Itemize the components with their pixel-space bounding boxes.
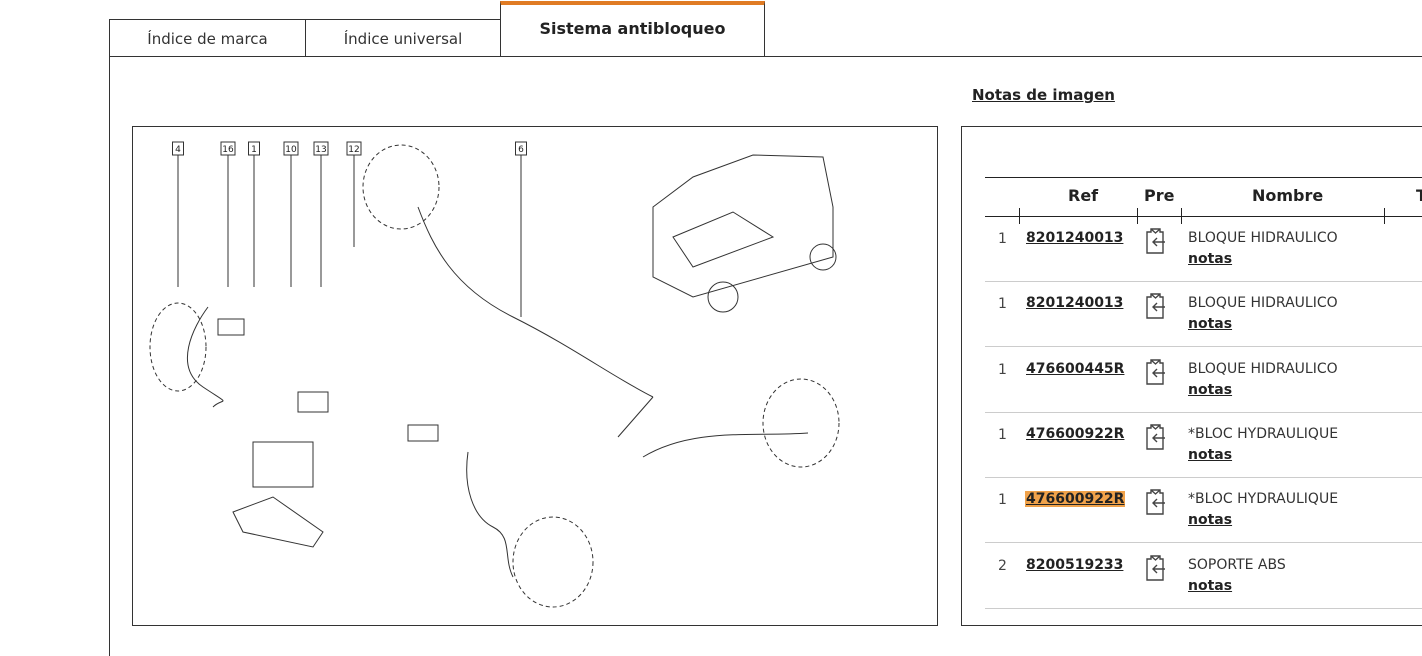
tab-sistema-antibloqueo[interactable]: Sistema antibloqueo: [500, 1, 765, 57]
part-ref-link[interactable]: 476600445R: [1026, 360, 1125, 377]
clipboard-arrow-icon[interactable]: [1143, 554, 1167, 582]
exploded-view-drawing: 4 16 1 10 13 12 6: [149, 141, 840, 608]
col-header-nombre[interactable]: Nombre: [1252, 186, 1324, 205]
part-name: *BLOC HYDRAULIQUE: [1188, 425, 1339, 442]
notes-link[interactable]: notas: [1188, 446, 1233, 463]
callout-1[interactable]: 1: [248, 141, 260, 287]
part-name: *BLOC HYDRAULIQUE: [1188, 491, 1339, 508]
part-name: SOPORTE ABS: [1188, 556, 1286, 573]
col-header-pre[interactable]: Pre: [1144, 186, 1175, 205]
callout-label: 16: [222, 145, 234, 155]
part-ref-link[interactable]: 8201240013: [1026, 295, 1124, 312]
callout-4[interactable]: 4: [172, 141, 184, 287]
quantity: 1: [998, 231, 1007, 247]
table-top-border: [985, 177, 1422, 178]
quantity: 1: [998, 361, 1007, 378]
part-ref-link[interactable]: 476600922R: [1026, 425, 1125, 442]
part-ref-link[interactable]: 476600922R: [1025, 491, 1126, 508]
part-name: BLOQUE HIDRAULICO: [1188, 230, 1338, 246]
table-row[interactable]: 1 476600922R *BLOC HYDRAULIQUE notas: [985, 478, 1422, 544]
notes-link[interactable]: notas: [1188, 316, 1233, 333]
tab-divider: [764, 56, 1422, 57]
callout-13[interactable]: 13: [313, 141, 329, 287]
callout-10[interactable]: 10: [283, 141, 299, 287]
parts-diagram[interactable]: 4 16 1 10 13 12 6: [132, 126, 938, 626]
table-row[interactable]: 2 8200519233 SOPORTE ABS notas: [985, 544, 1422, 609]
col-resize-handle: [1137, 208, 1138, 224]
notes-link[interactable]: notas: [1188, 381, 1233, 398]
quantity: 1: [998, 492, 1007, 509]
callout-label: 12: [348, 145, 359, 155]
notes-link[interactable]: notas: [1188, 251, 1233, 267]
col-resize-handle: [1019, 208, 1020, 224]
callout-16[interactable]: 16: [220, 141, 236, 287]
tab-indice-marca[interactable]: Índice de marca: [109, 19, 306, 57]
clipboard-arrow-icon[interactable]: [1143, 292, 1167, 320]
quantity: 1: [998, 296, 1007, 313]
quantity: 2: [998, 557, 1007, 574]
table-row[interactable]: 1 476600445R BLOQUE HIDRAULICO notas: [985, 348, 1422, 413]
callout-label: 10: [285, 145, 297, 155]
part-ref-link[interactable]: 8201240013: [1026, 230, 1124, 246]
image-notes-link[interactable]: Notas de imagen: [972, 86, 1115, 104]
part-name: BLOQUE HIDRAULICO: [1188, 360, 1338, 377]
callout-label: 13: [315, 145, 326, 155]
callout-12[interactable]: 12: [346, 141, 362, 247]
notes-link[interactable]: notas: [1188, 577, 1233, 594]
col-resize-handle: [1384, 208, 1385, 224]
col-resize-handle: [1181, 208, 1182, 224]
col-header-ref[interactable]: Ref: [1068, 186, 1099, 205]
clipboard-arrow-icon[interactable]: [1143, 358, 1167, 386]
header-bottom-border: [985, 216, 1422, 217]
clipboard-arrow-icon[interactable]: [1143, 227, 1167, 255]
callout-label: 1: [251, 145, 257, 155]
table-row[interactable]: 1 476600922R *BLOC HYDRAULIQUE notas: [985, 413, 1422, 478]
table-row[interactable]: 1 8201240013 BLOQUE HIDRAULICO notas: [985, 217, 1422, 282]
callout-label: 6: [518, 145, 524, 155]
part-name: BLOQUE HIDRAULICO: [1188, 295, 1338, 312]
quantity: 1: [998, 426, 1007, 443]
clipboard-arrow-icon[interactable]: [1143, 423, 1167, 451]
part-ref-link[interactable]: 8200519233: [1026, 556, 1124, 573]
callout-6[interactable]: 6: [515, 141, 527, 317]
col-header-next[interactable]: T: [1416, 186, 1422, 205]
clipboard-arrow-icon[interactable]: [1143, 488, 1167, 516]
tab-indice-universal[interactable]: Índice universal: [305, 19, 501, 57]
table-row[interactable]: 1 8201240013 BLOQUE HIDRAULICO notas: [985, 282, 1422, 348]
notes-link[interactable]: notas: [1188, 512, 1233, 529]
callout-label: 4: [175, 145, 181, 155]
